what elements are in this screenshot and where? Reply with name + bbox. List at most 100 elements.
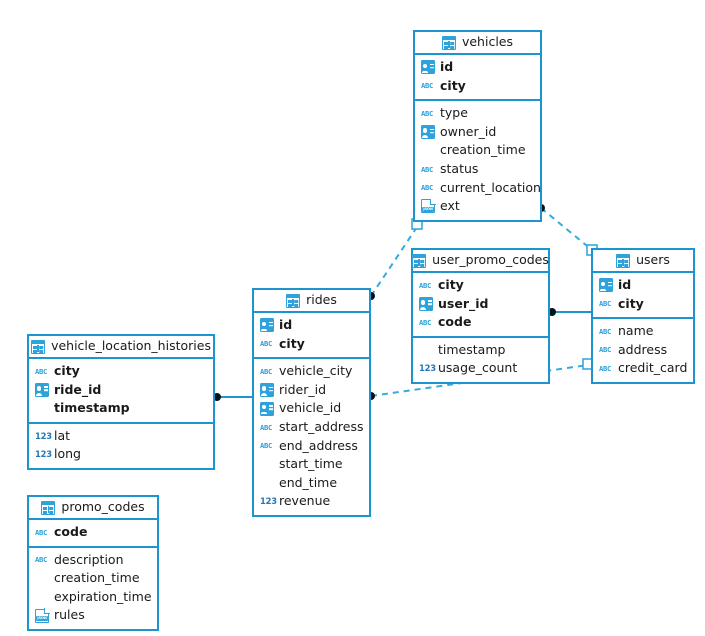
column-row-id[interactable]: id (593, 276, 693, 295)
column-row-owner_id[interactable]: owner_id (415, 123, 540, 142)
column-name: credit_card (618, 360, 688, 376)
column-name: start_time (279, 456, 343, 472)
abc-text-icon: ABC (599, 364, 612, 374)
table-header-users[interactable]: users (593, 250, 693, 273)
table-header-promo_codes[interactable]: promo_codes (29, 497, 157, 520)
column-row-ride_id[interactable]: ride_id (29, 381, 213, 400)
column-name: type (440, 105, 468, 121)
column-name: timestamp (438, 341, 506, 357)
column-row-creation_time[interactable]: creation_time (29, 569, 157, 588)
table-grid-icon (412, 253, 427, 268)
column-row-creation_time[interactable]: creation_time (415, 141, 540, 160)
column-row-start_time[interactable]: start_time (254, 455, 369, 474)
table-header-vehicle_location_histories[interactable]: vehicle_location_histories (29, 336, 213, 359)
column-row-expiration_time[interactable]: expiration_time (29, 588, 157, 607)
column-name: end_address (279, 437, 358, 453)
abc-text-icon: ABC (599, 299, 612, 309)
table-title: user_promo_codes (432, 252, 549, 268)
abc-text-icon: ABC (421, 164, 434, 174)
column-row-end_time[interactable]: end_time (254, 474, 369, 493)
table-grid-icon (616, 253, 631, 268)
column-row-ext[interactable]: ext (415, 197, 540, 216)
column-row-rider_id[interactable]: rider_id (254, 381, 369, 400)
column-name: lat (54, 427, 71, 443)
column-name: city (279, 335, 305, 351)
column-name: owner_id (440, 123, 497, 139)
column-name: id (618, 277, 632, 293)
json-document-icon (421, 198, 436, 214)
abc-text-icon: ABC (599, 345, 612, 355)
table-grid-icon (286, 293, 301, 308)
column-row-timestamp[interactable]: timestamp (413, 341, 548, 360)
column-row-credit_card[interactable]: ABC credit_card (593, 359, 693, 378)
table-title: promo_codes (61, 499, 145, 515)
column-row-user_id[interactable]: user_id (413, 295, 548, 314)
table-header-rides[interactable]: rides (254, 290, 369, 313)
abc-text-icon: ABC (599, 326, 612, 336)
clock-icon (35, 401, 49, 415)
id-card-icon (421, 125, 435, 140)
column-name: city (618, 295, 644, 311)
id-card-icon (260, 318, 274, 333)
123-number-icon: 123 (35, 430, 52, 441)
abc-text-icon: ABC (421, 81, 434, 91)
table-grid-icon (41, 500, 56, 515)
column-row-rules[interactable]: rules (29, 606, 157, 625)
clock-icon (260, 476, 274, 490)
abc-text-icon: ABC (35, 366, 48, 376)
column-row-vehicle_id[interactable]: vehicle_id (254, 399, 369, 418)
table-header-user_promo_codes[interactable]: user_promo_codes (412, 250, 549, 273)
column-name: city (440, 77, 466, 93)
column-row-city[interactable]: ABC city (593, 295, 693, 314)
abc-text-icon: ABC (421, 183, 434, 193)
column-row-city[interactable]: ABC city (415, 77, 540, 96)
column-row-id[interactable]: id (254, 316, 369, 335)
id-card-icon (260, 383, 274, 398)
table-header-vehicles[interactable]: vehicles (415, 32, 540, 55)
column-row-id[interactable]: id (415, 58, 540, 77)
column-name: end_time (279, 474, 338, 490)
column-name: city (438, 277, 464, 293)
column-name: expiration_time (54, 588, 152, 604)
clock-icon (35, 571, 49, 585)
column-row-timestamp[interactable]: timestamp (29, 399, 213, 418)
relationship-user-promo-codes-to-users (548, 308, 591, 316)
abc-text-icon: ABC (419, 280, 432, 290)
column-name: timestamp (54, 400, 130, 416)
column-name: vehicle_city (279, 363, 353, 379)
clock-icon (419, 343, 433, 357)
clock-icon (260, 457, 274, 471)
id-card-icon (421, 60, 435, 75)
column-name: usage_count (438, 360, 518, 376)
column-name: code (54, 524, 88, 540)
column-row-city[interactable]: ABC city (413, 276, 548, 295)
